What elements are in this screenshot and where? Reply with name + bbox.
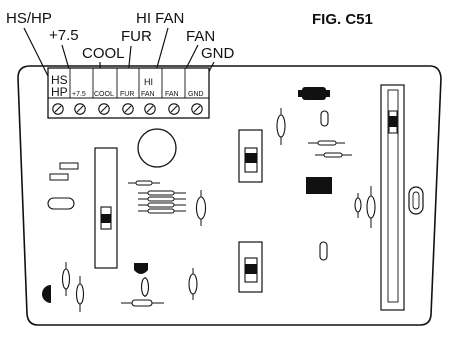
terminal-label-gnd: GND (188, 91, 204, 98)
terminal-label-cool: COOL (94, 91, 114, 98)
dark-connector (302, 87, 326, 100)
terminal-label-7-5: +7.5 (72, 91, 86, 98)
transistor-component (134, 263, 148, 274)
circuit-board-outline (17, 65, 442, 326)
vertical-resistor-right (366, 195, 376, 219)
resistor-group (128, 180, 186, 214)
wire-label-gnd: GND (201, 45, 235, 62)
slider-switch-left-knob (101, 214, 111, 223)
slider-switch-center-top-knob (245, 153, 257, 163)
screw-slots (54, 105, 201, 113)
vertical-resistor-bottom-left-2 (75, 283, 85, 305)
wire-label-fur: FUR (121, 28, 152, 45)
wire-label-fan: FAN (186, 28, 215, 45)
terminal-label-hi: HI (144, 77, 153, 87)
small-oval-lower-middle (319, 241, 328, 261)
vertical-resistor-mid (195, 196, 207, 220)
vertical-resistor-bottom-mid-right (188, 273, 198, 295)
horizontal-resistor-right-2 (323, 152, 343, 158)
terminal-label-fur: FUR (120, 91, 134, 98)
small-vertical-component-right (354, 197, 362, 213)
half-circle-component (42, 285, 51, 303)
wire-label-hi-fan: HI FAN (136, 10, 184, 27)
horizontal-resistor-right-1 (317, 140, 337, 146)
slider-switch-center-bottom-knob (245, 264, 257, 274)
vertical-resistor-bottom-left-1 (61, 268, 71, 290)
horizontal-resistor-bottom (131, 299, 153, 307)
dark-ic-chip (306, 177, 332, 194)
component-small-rect-2 (49, 173, 69, 181)
terminal-block: HS HP +7.5 COOL FUR HI FAN FAN GND (47, 67, 210, 119)
terminal-label-hs: HS (51, 73, 68, 87)
figure-caption: FIG. C51 (312, 11, 373, 28)
component-small-rect-1 (59, 162, 79, 170)
oval-component-left (47, 197, 75, 210)
small-oval-top-right (320, 110, 329, 127)
wire-label-hs-hp: HS/HP (6, 10, 52, 27)
terminal-label-hp: HP (51, 85, 68, 99)
slider-switch-right-knob (389, 116, 397, 127)
terminal-label-hi-fan-bottom: FAN (141, 91, 155, 98)
terminal-label-fan: FAN (165, 91, 179, 98)
wire-label-7-5: +7.5 (49, 27, 79, 44)
wire-label-cool: COOL (82, 45, 125, 62)
vertical-resistor-bottom-mid (140, 277, 150, 297)
vertical-resistor-center-top (276, 114, 286, 138)
buzzer-component (137, 128, 177, 168)
